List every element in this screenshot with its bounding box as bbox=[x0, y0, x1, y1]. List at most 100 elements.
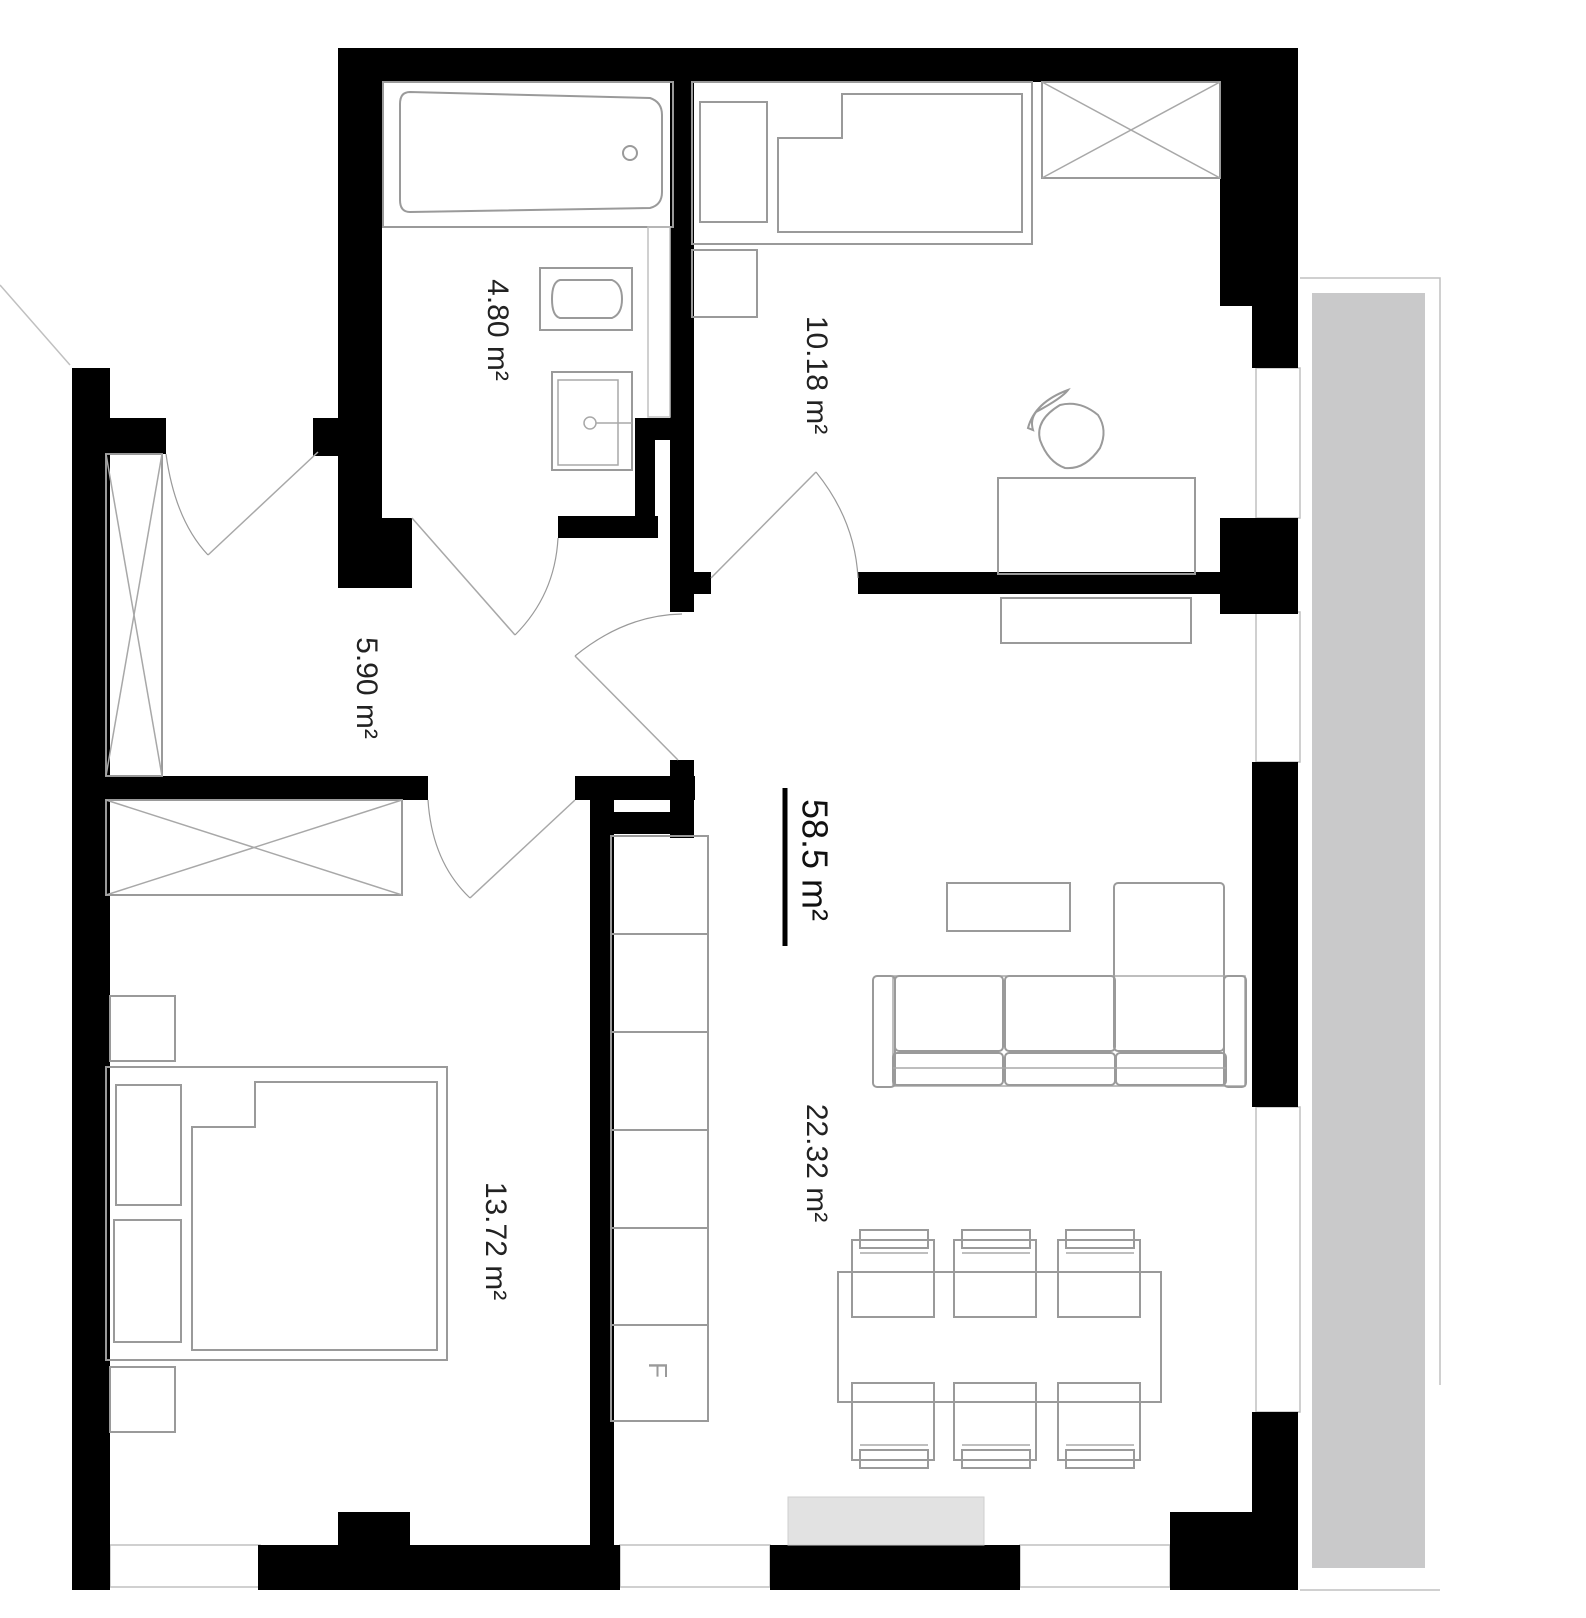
hall-wardrobe bbox=[105, 453, 163, 777]
wall-hall-bottom bbox=[106, 776, 428, 800]
dining-chair bbox=[851, 1229, 935, 1318]
bench bbox=[1000, 597, 1192, 644]
door-bedroom-leaf bbox=[469, 799, 576, 899]
wall-bath-shaft bbox=[635, 418, 655, 518]
sofa-armrest-left bbox=[872, 975, 896, 1088]
double-bed-blanket bbox=[191, 1081, 438, 1351]
window-bedroom bbox=[109, 1544, 261, 1588]
window-living-bottom-right bbox=[1019, 1544, 1171, 1588]
bath-partition bbox=[647, 226, 671, 418]
kitchen-counter bbox=[610, 835, 709, 1422]
bathtub bbox=[399, 90, 663, 214]
wall-bath-pillar bbox=[338, 518, 412, 588]
sofa-base bbox=[892, 975, 1246, 1087]
fridge-label: F bbox=[643, 1362, 673, 1378]
bathroom-area-label: 4.80 m² bbox=[481, 279, 514, 381]
wall-bottom-mid bbox=[258, 1545, 620, 1590]
balcony-rail bbox=[1300, 277, 1441, 1385]
bedroom-furniture bbox=[105, 799, 448, 1433]
sofa-seat-1 bbox=[892, 1052, 1004, 1086]
study-wardrobe-cross-b bbox=[1041, 81, 1221, 179]
entrance-guide bbox=[0, 284, 71, 366]
door-hall-left-swing bbox=[165, 453, 209, 556]
door-entry-leaf bbox=[574, 655, 679, 761]
study-area-label: 10.18 m² bbox=[800, 316, 833, 434]
washbasin bbox=[551, 371, 633, 471]
walls bbox=[72, 48, 1298, 1590]
study-bed-blanket bbox=[777, 93, 1023, 233]
dining-chair bbox=[953, 1382, 1037, 1469]
bathroom-fixtures bbox=[382, 81, 674, 471]
dining-chair bbox=[851, 1382, 935, 1469]
desk-chair-back bbox=[1026, 387, 1071, 432]
toilet-tank bbox=[539, 267, 633, 331]
double-bed-frame bbox=[105, 1066, 448, 1361]
wall-study-bottom bbox=[858, 572, 1252, 594]
door-bath-swing bbox=[514, 537, 559, 636]
wall-bottom-right bbox=[770, 1545, 1020, 1590]
door-study-leaf bbox=[710, 471, 817, 579]
living-furniture bbox=[787, 882, 1247, 1546]
nightstand-top bbox=[109, 995, 176, 1062]
kitchen-cabinets: F bbox=[610, 835, 709, 1422]
living-area-label: 22.32 m² bbox=[800, 1104, 833, 1222]
sofa-armrest-right bbox=[1223, 975, 1247, 1088]
sofa-seat-2 bbox=[1004, 1052, 1116, 1086]
balcony bbox=[1300, 277, 1441, 1591]
toilet-bowl bbox=[550, 279, 624, 319]
wall-bottom-step bbox=[338, 1512, 410, 1552]
door-bath-leaf bbox=[411, 517, 516, 636]
study-bed-pillow bbox=[699, 101, 768, 223]
dining-chair bbox=[1057, 1382, 1141, 1469]
window-living-bottom-left bbox=[619, 1544, 771, 1588]
hall-wardrobe-cross-b bbox=[105, 453, 163, 777]
study-furniture bbox=[691, 81, 1221, 644]
bedroom-wardrobe bbox=[105, 799, 403, 896]
bedroom-wardrobe-cross-b bbox=[105, 799, 403, 896]
bedroom-area-label: 13.72 m² bbox=[479, 1182, 512, 1300]
pillow-bottom bbox=[113, 1219, 182, 1343]
wall-right-corner bbox=[1170, 1512, 1298, 1590]
wall-left-door-stub bbox=[106, 418, 166, 454]
total-area-label: 58.5 m² bbox=[794, 799, 835, 921]
window-living-upper bbox=[1255, 611, 1301, 763]
coffee-table bbox=[946, 882, 1071, 932]
wall-top bbox=[338, 48, 1298, 82]
door-study-swing bbox=[815, 471, 859, 579]
wall-right-upper-step bbox=[1252, 300, 1298, 368]
sofa-seat-3 bbox=[1115, 1052, 1227, 1086]
door-hall-left-leaf bbox=[207, 451, 319, 556]
doors bbox=[165, 451, 859, 899]
sofa-chaise bbox=[1113, 882, 1225, 1052]
wall-left bbox=[72, 368, 110, 1590]
study-bed-frame bbox=[691, 81, 1033, 245]
wall-bath-left-nub bbox=[313, 418, 343, 456]
dining-chair bbox=[1057, 1229, 1141, 1318]
dining-table bbox=[837, 1271, 1162, 1403]
door-bedroom-swing bbox=[427, 799, 471, 899]
nightstand-bottom bbox=[109, 1366, 176, 1433]
window-study bbox=[1255, 367, 1301, 519]
wall-right-mid bbox=[1220, 518, 1298, 614]
hall-area-label: 5.90 m² bbox=[350, 637, 383, 739]
study-wardrobe bbox=[1041, 81, 1221, 179]
wall-bath-left bbox=[338, 48, 382, 518]
radiator bbox=[787, 1496, 985, 1546]
window-living-lower bbox=[1255, 1106, 1301, 1413]
wall-right-upper bbox=[1220, 48, 1298, 306]
wall-living-left-step bbox=[590, 812, 694, 834]
bathtub-drain bbox=[622, 145, 638, 161]
area-labels: 4.80 m² 10.18 m² 5.90 m² 13.72 m² 22.32 … bbox=[350, 279, 835, 1300]
study-desk bbox=[997, 477, 1196, 575]
balcony-slab bbox=[1312, 293, 1425, 1568]
wall-bath-right-nub bbox=[685, 572, 711, 594]
hall-furniture bbox=[105, 453, 163, 777]
sofa-cushion-1 bbox=[894, 975, 1004, 1052]
sofa-cushion-2 bbox=[1004, 975, 1116, 1052]
wall-right-pier bbox=[1252, 762, 1298, 1107]
pillow-top bbox=[115, 1084, 182, 1206]
dining-chair bbox=[953, 1229, 1037, 1318]
wall-bath-bottom bbox=[558, 516, 658, 538]
bathtub-frame bbox=[382, 81, 674, 228]
